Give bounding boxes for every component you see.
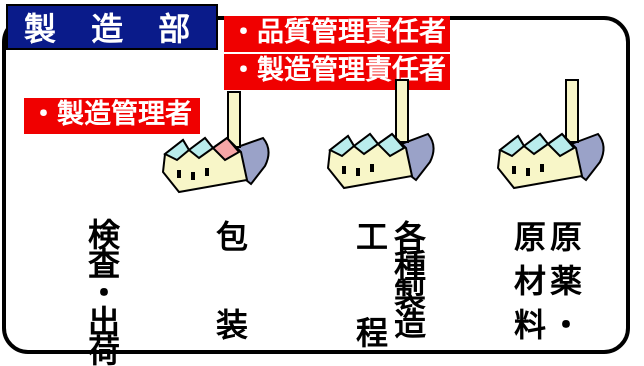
factory-icon xyxy=(496,79,605,190)
process-api-bottom: ・ xyxy=(545,308,583,340)
process-raw-materials-top: 原 xyxy=(509,220,547,252)
process-production-left: 工 程 xyxy=(351,220,389,348)
factory-icon xyxy=(326,79,435,190)
process-inspection-shipping: 検査・出荷 xyxy=(83,218,121,363)
process-api-middle: 薬 xyxy=(545,264,583,296)
quality-manager-label: ・品質管理責任者 xyxy=(224,16,450,52)
process-raw-materials-middle: 材 xyxy=(509,264,547,296)
process-production-right: 各種製造 xyxy=(389,220,427,336)
factory-icon xyxy=(161,91,270,194)
process-raw-materials-bottom: 料 xyxy=(509,308,547,340)
process-packaging-top: 包 xyxy=(211,220,249,252)
process-packaging-bottom: 装 xyxy=(211,308,249,340)
production-supervisor-label: ・製造管理者 xyxy=(24,98,200,134)
process-api-top: 原 xyxy=(545,220,583,252)
department-title: 製 造 部 門 xyxy=(6,4,218,94)
production-manager-label: ・製造管理責任者 xyxy=(224,54,450,90)
